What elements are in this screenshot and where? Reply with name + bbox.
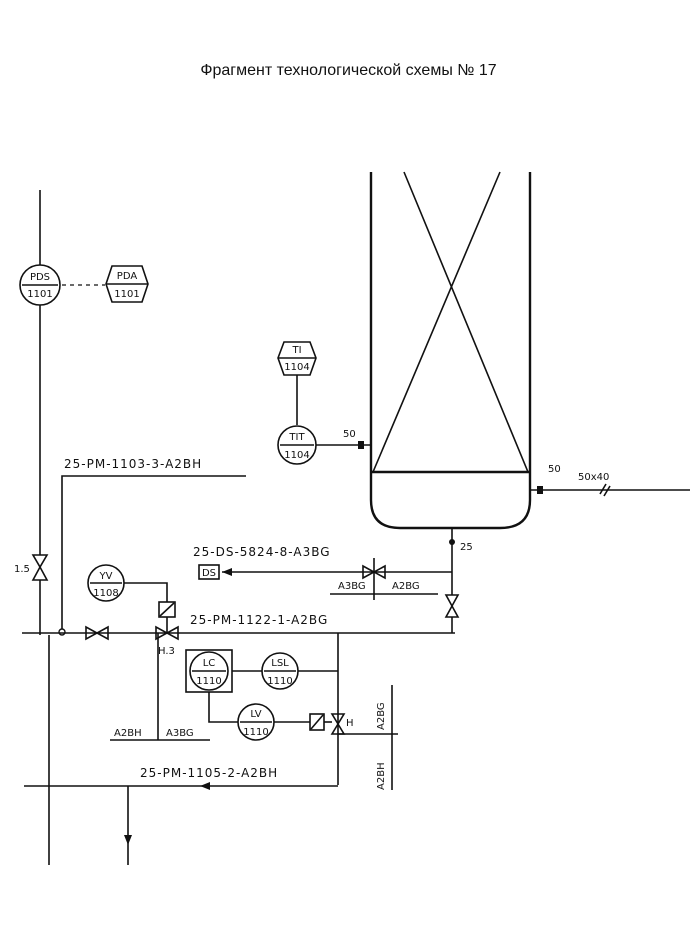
valve-h-lv-label: H <box>346 718 354 729</box>
vessel-internal-cross-2 <box>403 171 529 473</box>
lc-number: 1110 <box>196 676 221 687</box>
nozzle-25-label: 25 <box>460 542 473 553</box>
line-1103-label: 25-PM-1103-3-A2BH <box>64 457 202 471</box>
pda-alarm: PDA 1101 <box>105 265 149 303</box>
lc-controller: LC 1110 <box>185 649 233 693</box>
valve-ds <box>362 564 386 580</box>
lv-tag: LV <box>250 709 261 720</box>
line-1105-label: 25-PM-1105-2-A2BH <box>140 766 278 780</box>
pds-number: 1101 <box>27 289 52 300</box>
pda-tag: PDA <box>117 271 138 282</box>
nozzle-50-top: 50 <box>343 429 356 440</box>
spec-a3bg: A3BG <box>338 581 366 592</box>
pds-instrument: PDS 1101 <box>19 264 61 306</box>
yv-instrument: YV 1108 <box>87 564 125 602</box>
spec-a3bg-left: A3BG <box>166 728 194 739</box>
tit-instrument: TIT 1104 <box>277 425 317 465</box>
yv-tag: YV <box>99 571 113 582</box>
ds-label: DS <box>202 568 216 579</box>
spec-a2bh-left: A2BH <box>114 728 142 739</box>
ds-box <box>198 564 220 580</box>
pds-tag: PDS <box>30 272 50 283</box>
vessel-internal-cross-1 <box>372 171 501 473</box>
reducer-label: 50x40 <box>578 472 609 483</box>
vessel <box>369 171 532 530</box>
lc-tag: LC <box>203 658 216 669</box>
page-title: Фрагмент технологической схемы № 17 <box>200 62 497 79</box>
pda-number: 1101 <box>114 289 139 300</box>
lv-instrument: LV 1110 <box>237 703 275 741</box>
valve-left-vertical <box>31 554 49 581</box>
valve-h3-label: H.3 <box>158 646 175 657</box>
valve-drain <box>444 594 460 618</box>
line-1122-label: 25-PM-1122-1-A2BG <box>190 613 328 627</box>
reducer-symbol <box>599 483 611 497</box>
nozzle-50-right: 50 <box>548 464 561 475</box>
yv-number: 1108 <box>93 588 118 599</box>
lsl-number: 1110 <box>267 676 292 687</box>
ti-number: 1104 <box>284 362 309 373</box>
line-5824-label: 25-DS-5824-8-A3BG <box>193 545 331 559</box>
tit-number: 1104 <box>284 450 309 461</box>
valve-lv <box>324 713 346 735</box>
spec-a2bg-vert: A2BG <box>376 702 387 730</box>
line-1103 <box>61 475 246 632</box>
lv-number: 1110 <box>243 727 268 738</box>
spec-a2bh-vert: A2BH <box>376 762 387 790</box>
valve-left-label: 1.5 <box>14 564 30 575</box>
tit-tag: TIT <box>288 432 305 443</box>
spec-a2bg-right: A2BG <box>392 581 420 592</box>
valve-header-manual <box>85 625 109 641</box>
ti-tag: TI <box>291 345 301 356</box>
ti-indicator: TI 1104 <box>277 341 317 376</box>
lsl-tag: LSL <box>271 658 289 669</box>
yv-signal <box>124 582 168 602</box>
lsl-switch: LSL 1110 <box>261 652 299 690</box>
